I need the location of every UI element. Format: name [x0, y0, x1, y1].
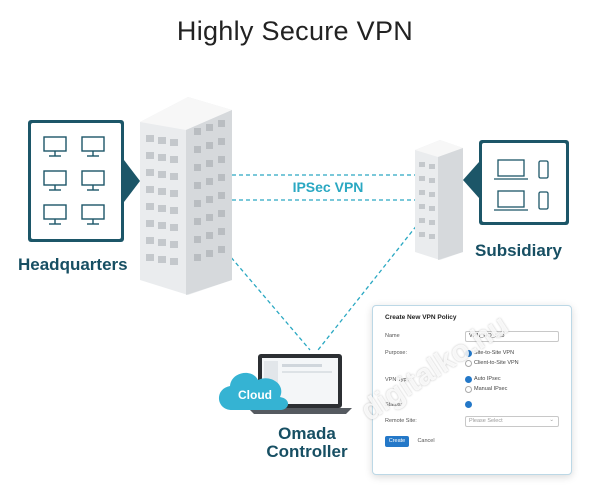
subsidiary-label: Subsidiary — [475, 241, 562, 260]
vpn-type-radio-auto[interactable] — [465, 376, 472, 383]
controller-label-line2: Controller — [266, 442, 348, 461]
cancel-button[interactable]: Cancel — [417, 438, 435, 444]
name-input[interactable]: VPN_HQ_Sub — [465, 331, 559, 342]
remote-site-select[interactable]: Please Select ⌄ — [465, 416, 559, 427]
headquarters-label: Headquarters — [18, 255, 128, 274]
purpose-radio-client[interactable] — [465, 360, 472, 367]
purpose-option-site: Site-to-Site VPN — [474, 350, 515, 356]
chevron-down-icon: ⌄ — [549, 417, 554, 423]
remote-site-label: Remote Site: — [385, 418, 417, 424]
panel-title: Create New VPN Policy — [385, 314, 457, 321]
purpose-label: Purpose: — [385, 350, 408, 356]
hq-device-panel — [28, 120, 140, 242]
controller-label-line1: Omada — [278, 424, 336, 443]
create-button[interactable]: Create — [385, 436, 409, 447]
name-label: Name — [385, 333, 400, 339]
status-toggle[interactable] — [465, 401, 472, 408]
vpn-type-option-auto: Auto IPsec — [474, 376, 501, 382]
vpn-type-radio-manual[interactable] — [465, 386, 472, 393]
remote-site-placeholder: Please Select — [469, 418, 503, 424]
name-value: VPN_HQ_Sub — [469, 333, 505, 339]
purpose-radio-site[interactable] — [465, 350, 472, 357]
building-icon — [140, 97, 232, 295]
subsidiary-device-panel — [463, 140, 569, 225]
phone-icon — [538, 160, 549, 210]
vpn-type-option-manual: Manual IPsec — [474, 386, 508, 392]
page-title: Highly Secure VPN — [176, 16, 414, 46]
ipsec-vpn-label: IPSec VPN — [268, 179, 388, 195]
vpn-type-label: VPN Type: — [385, 377, 412, 383]
desktop-icon — [43, 136, 105, 225]
laptop-icon — [494, 159, 528, 211]
status-label: Status: — [385, 402, 403, 408]
building-icon — [415, 140, 463, 260]
cloud-icon — [218, 372, 289, 411]
sub-controller-link — [317, 214, 426, 351]
purpose-option-client: Client-to-Site VPN — [474, 360, 519, 366]
cloud-label: Cloud — [238, 388, 272, 402]
vpn-policy-panel: Create New VPN Policy Name VPN_HQ_Sub Pu… — [372, 305, 572, 475]
